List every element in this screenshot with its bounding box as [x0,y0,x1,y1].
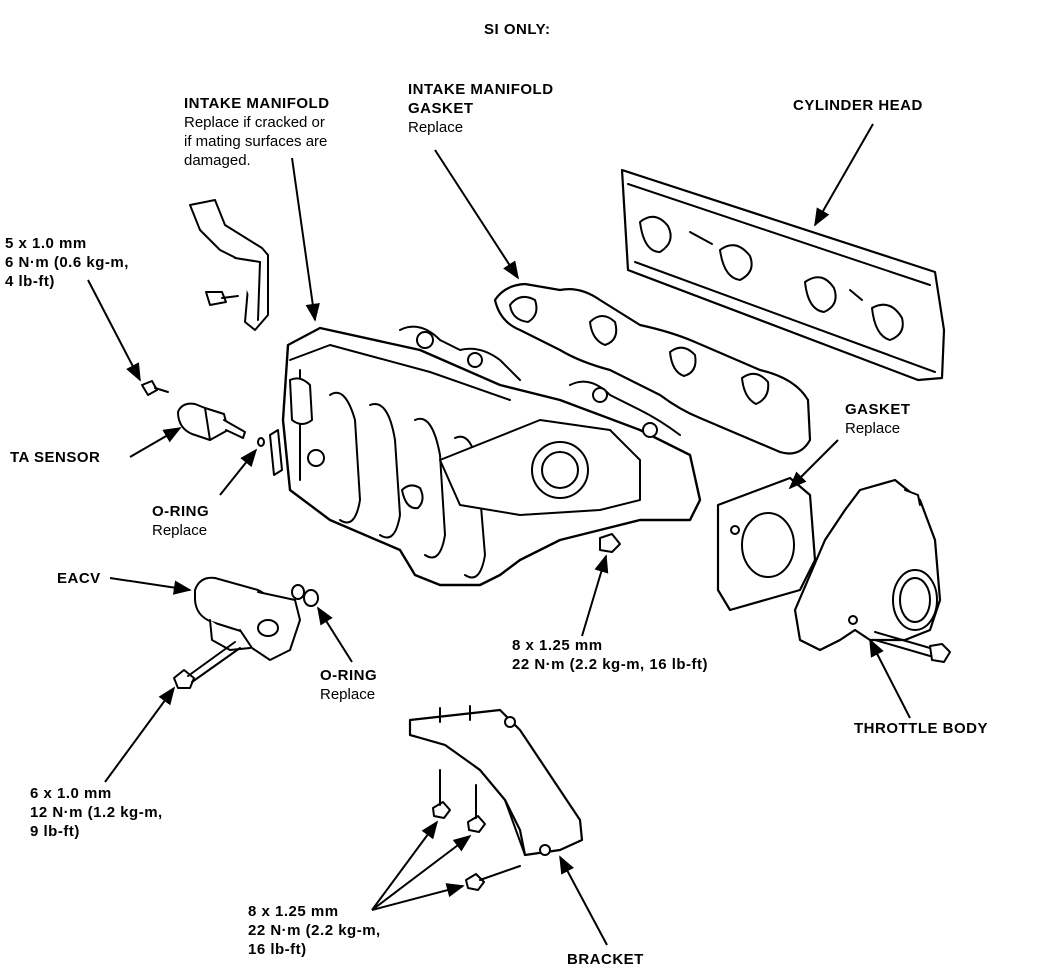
label-nut-8x125: 8 x 1.25 mm 22 N·m (2.2 kg-m, 16 lb-ft) [512,636,708,674]
intake-manifold-gasket-part [493,282,812,455]
leader-nut [581,554,609,637]
o-ring-2-note: Replace [320,686,376,703]
page-title: SI ONLY: [484,21,551,38]
intake-gasket-name-line-1: INTAKE MANIFOLD [408,81,554,98]
leader-bolt-5x1 [87,279,141,382]
label-cylinder-head: CYLINDER HEAD [793,97,923,114]
gasket-name: GASKET [845,401,911,418]
bolt-5x1-size: 5 x 1.0 mm [5,235,87,252]
bracket-bolt-torque-line-2: 16 lb-ft) [248,941,307,958]
leader-eacv [109,577,192,595]
label-intake-manifold-gasket: INTAKE MANIFOLD GASKET Replace [408,80,554,137]
leader-throttle-body [869,638,911,719]
intake-gasket-name-line-2: GASKET [408,100,474,117]
bolt-5x1-torque-line-1: 6 N·m (0.6 kg-m, [5,254,129,271]
leader-gasket [788,439,839,490]
o-ring-1-part [257,437,265,447]
nut-size: 8 x 1.25 mm [512,637,603,654]
label-ta-sensor: TA SENSOR [10,449,101,466]
intake-manifold-name: INTAKE MANIFOLD [184,95,330,112]
intake-manifold-note-line-3: damaged. [184,152,251,169]
gasket-note: Replace [845,420,901,437]
leader-bracket-bolt-1 [371,820,439,911]
bolt-5x1-part [141,380,169,396]
o-ring-1-name: O-RING [152,503,210,520]
leader-intake-manifold [291,157,320,322]
label-intake-manifold: INTAKE MANIFOLD Replace if cracked or if… [184,94,330,170]
o-ring-1-note: Replace [152,522,208,539]
intake-gasket-note: Replace [408,119,464,136]
leader-ta-sensor [129,427,182,458]
bolt-6x1-torque-line-2: 9 lb-ft) [30,823,80,840]
throttle-body-part [793,478,951,663]
o-ring-2-part [291,584,319,607]
nut-torque: 22 N·m (2.2 kg-m, 16 lb-ft) [512,656,709,673]
leader-bolt-6x1 [104,686,176,783]
cylinder-head-part [620,168,946,382]
label-eacv: EACV [57,570,101,587]
label-o-ring-2: O-RING Replace [320,666,377,704]
leader-o-ring-2 [317,606,353,663]
bracket-bolt-torque-line-1: 22 N·m (2.2 kg-m, [248,922,381,939]
throttle-gasket-part [716,476,817,612]
label-o-ring-1: O-RING Replace [152,502,209,540]
leader-o-ring-1 [219,448,258,496]
label-bolt-6x1: 6 x 1.0 mm 12 N·m (1.2 kg-m, 9 lb-ft) [30,784,163,841]
leader-intake-gasket [434,149,519,280]
o-ring-2-name: O-RING [320,667,378,684]
leader-bracket [559,855,608,946]
label-bracket: BRACKET [567,951,644,968]
bracket-bolt-size: 8 x 1.25 mm [248,903,339,920]
intake-manifold-part [269,325,702,587]
bolt-6x1-part [173,641,241,689]
nut-part [599,533,621,553]
label-gasket: GASKET Replace [845,400,911,438]
intake-manifold-note-line-2: if mating surfaces are [184,133,328,150]
label-throttle-body: THROTTLE BODY [854,720,988,737]
bolt-6x1-torque-line-1: 12 N·m (1.2 kg-m, [30,804,163,821]
leader-bracket-bolt-2 [371,834,472,911]
ta-sensor-part [177,402,246,441]
bolt-6x1-size: 6 x 1.0 mm [30,785,112,802]
leader-cylinder-head [814,123,874,227]
upper-bracket-part [189,199,269,331]
lower-bracket-part [408,705,584,857]
label-bolt-8x125-bracket: 8 x 1.25 mm 22 N·m (2.2 kg-m, 16 lb-ft) [248,902,381,959]
leader-bracket-bolt-3 [371,883,465,911]
intake-manifold-note-line-1: Replace if cracked or [184,114,325,131]
label-bolt-5x1: 5 x 1.0 mm 6 N·m (0.6 kg-m, 4 lb-ft) [5,234,129,291]
bolt-5x1-torque-line-2: 4 lb-ft) [5,273,55,290]
eacv-part [194,576,301,661]
bracket-bolts-part [432,769,521,891]
